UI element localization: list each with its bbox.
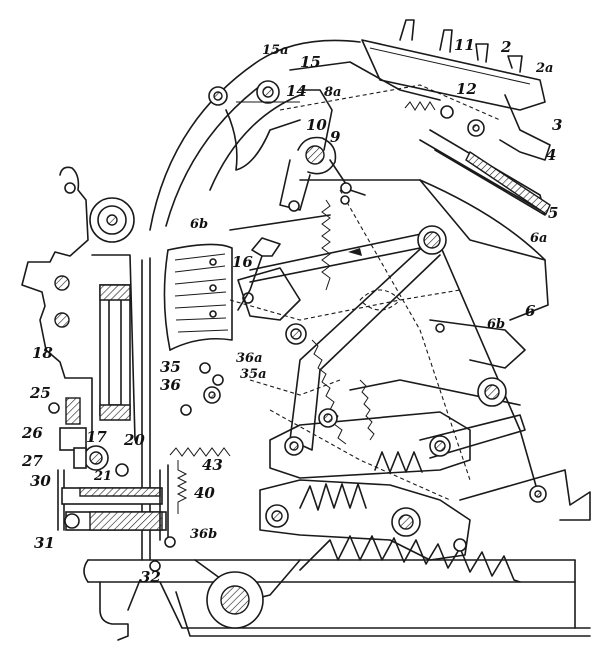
label-35a: 35a [240,367,267,382]
label-4: 4 [546,146,557,164]
label-2a: 2a [536,61,554,76]
upper-links [208,80,366,212]
label-8a: 8a [324,85,342,100]
label-26: 26 [22,424,43,442]
label-15: 15 [300,53,321,71]
arm-16 [237,237,301,321]
label-16: 16 [232,253,253,271]
levers [194,189,541,601]
main-frame [149,39,591,521]
label-12: 12 [456,80,477,98]
toothed-sector [163,243,233,351]
label-6: 6 [525,302,536,320]
label-14: 14 [286,82,307,100]
label-10: 10 [306,116,327,134]
springs [169,101,521,583]
label-36a: 36a [236,351,263,366]
label-27: 27 [22,452,43,470]
label-36: 36 [160,376,181,394]
label-40: 40 [194,484,215,502]
lower-left-mechanism [48,397,176,572]
label-5: 5 [548,204,559,222]
label-43: 43 [202,456,223,474]
label-32: 32 [140,568,161,586]
label-31: 31 [34,534,55,552]
label-6b-top: 6b [190,217,209,232]
large-roller [89,197,135,243]
label-17: 17 [86,428,107,446]
label-30: 30 [30,472,51,490]
base-frame [83,559,591,641]
label-21: 21 [94,469,113,484]
pivot-pins [180,195,547,629]
label-15a: 15a [262,43,289,58]
label-2: 2 [501,38,512,56]
label-9: 9 [330,128,341,146]
label-6a: 6a [530,231,548,246]
label-25: 25 [30,384,51,402]
label-6b: 6b [487,317,506,332]
label-11: 11 [454,36,475,54]
label-35: 35 [160,358,181,376]
label-36b: 36b [190,527,218,542]
guide-rods [348,150,551,256]
left-frame [21,166,151,561]
label-20: 20 [124,431,145,449]
label-18: 18 [32,344,53,362]
label-3: 3 [552,116,563,134]
